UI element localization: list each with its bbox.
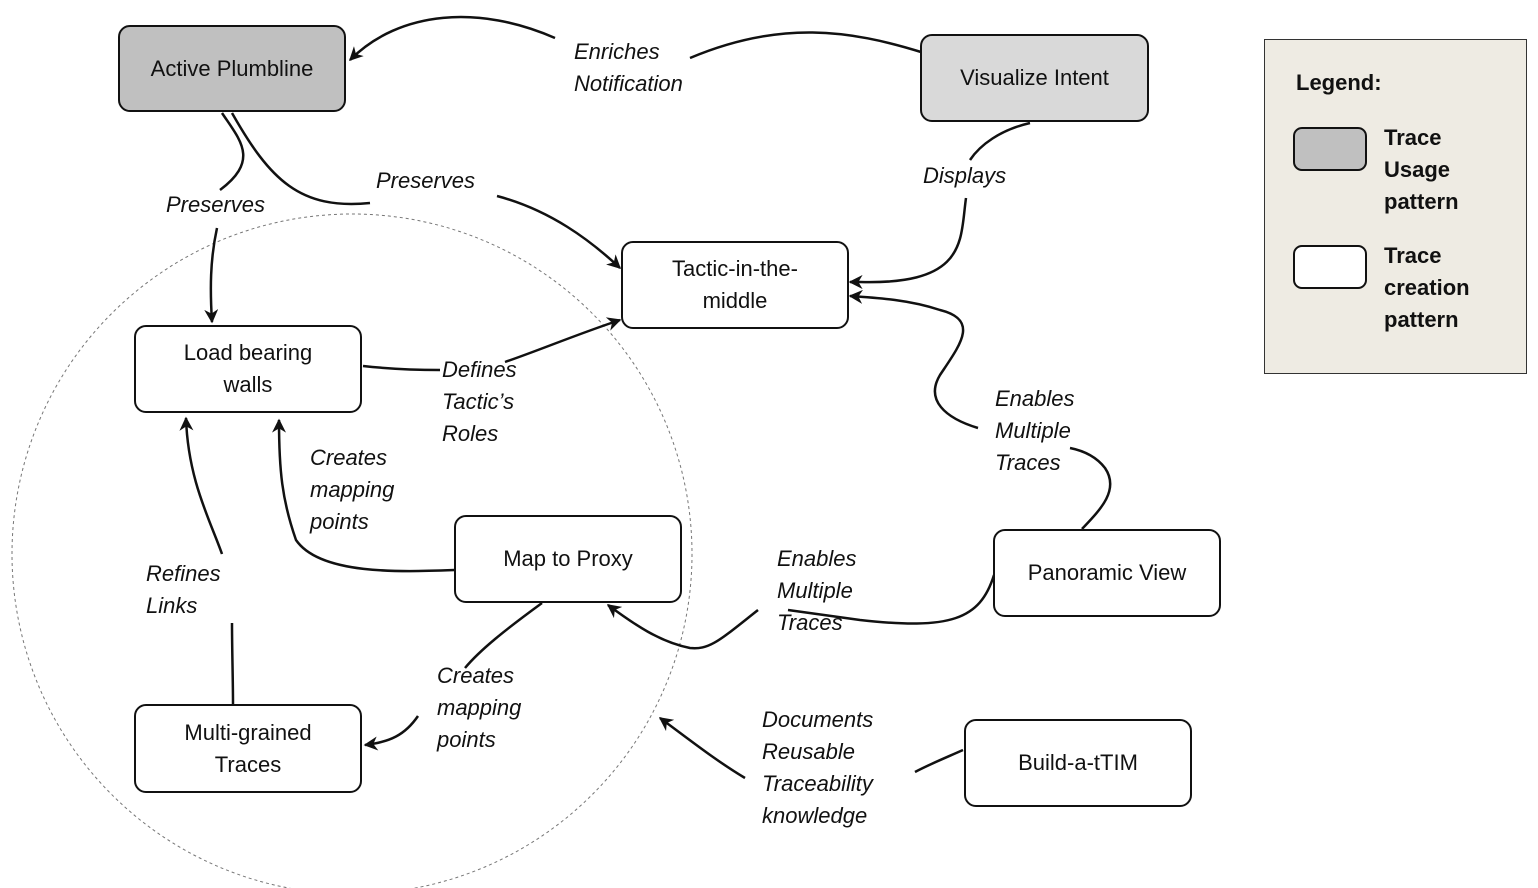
edge-creates-mapping-lbw <box>272 418 456 573</box>
edge-refines-links-arrow <box>179 416 224 555</box>
node-multi-grained-traces: Multi-grained Traces <box>134 704 362 793</box>
node-visualize-intent: Visualize Intent <box>920 34 1149 122</box>
node-load-bearing-walls: Load bearing walls <box>134 325 362 413</box>
node-panoramic-view: Panoramic View <box>993 529 1221 617</box>
node-active-plumbline: Active Plumbline <box>118 25 346 112</box>
edge-documents-arrow <box>658 716 746 780</box>
edge-preserves-tactic <box>230 112 371 206</box>
trace-creation-group-circle <box>11 213 693 888</box>
edge-enables-proxy-arrow <box>606 603 759 650</box>
edge-preserves-tactic-arrow <box>496 194 622 269</box>
edge-enables-tactic-arrow <box>848 289 979 430</box>
edge-label-refines-links: Refines Links <box>146 561 221 618</box>
edge-preserves-lbw-arrow <box>204 227 219 324</box>
edge-creates-mapping-mgt <box>464 601 543 669</box>
edge-label-enables-tactic: Enables Multiple Traces <box>995 386 1075 475</box>
edge-creates-mapping-mgt-arrow <box>363 715 420 751</box>
legend-title: Legend: <box>1296 70 1382 95</box>
edge-displays <box>968 121 1031 161</box>
edge-preserves-lbw <box>219 112 245 191</box>
legend-label-creation: Trace creation pattern <box>1384 243 1470 332</box>
edge-label-documents: Documents Reusable Traceability knowledg… <box>762 707 874 828</box>
edge-defines-roles <box>362 364 441 372</box>
edge-enables-tactic <box>1069 446 1112 530</box>
edge-label-preserves-tactic: Preserves <box>376 168 476 193</box>
edge-documents <box>914 748 964 774</box>
edge-enriches-notification <box>689 31 922 60</box>
edge-label-preserves-lbw: Preserves <box>166 192 266 217</box>
legend: Legend: Trace Usage pattern Trace creati… <box>1264 39 1527 374</box>
legend-swatch-creation <box>1293 245 1367 289</box>
edge-label-creates-mapping-lbw: Creates mapping points <box>310 445 395 534</box>
legend-label-usage: Trace Usage pattern <box>1384 125 1459 214</box>
edge-enables-proxy <box>787 574 996 625</box>
edge-label-displays: Displays <box>923 163 1007 188</box>
edge-label-enriches-notification: Enriches Notification <box>574 39 683 96</box>
edge-label-defines-roles: Defines Tactic’s Roles <box>442 357 517 446</box>
node-build-a-ttim: Build-a-tTIM <box>964 719 1192 807</box>
node-map-to-proxy: Map to Proxy <box>454 515 682 603</box>
edge-defines-roles-arrow <box>504 317 622 364</box>
node-tactic-in-the-middle: Tactic-in-the- middle <box>621 241 849 329</box>
edge-displays-arrow <box>848 197 968 289</box>
edge-refines-links <box>230 622 235 705</box>
edge-enriches-notification-arrow <box>349 15 556 61</box>
edge-label-creates-mapping-mgt: Creates mapping points <box>437 663 522 752</box>
legend-swatch-usage <box>1293 127 1367 171</box>
edge-label-enables-proxy: Enables Multiple Traces <box>777 546 857 635</box>
